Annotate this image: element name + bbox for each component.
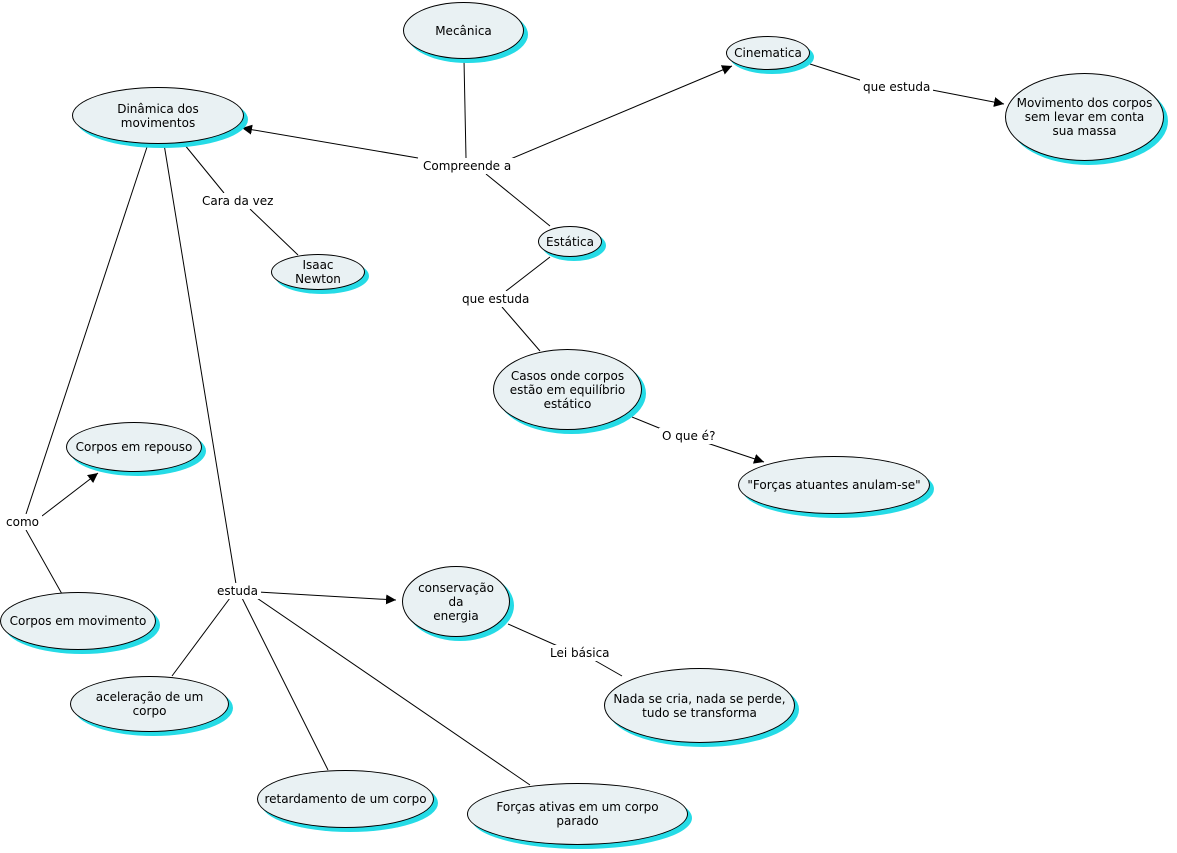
link-compreende-dinamica — [241, 124, 419, 159]
node-corpos-movimento[interactable]: Corpos em movimento — [0, 592, 156, 650]
label-como[interactable]: como — [3, 514, 42, 530]
node-cinematica[interactable]: Cinematica — [726, 36, 810, 70]
node-casos-equilibrio[interactable]: Casos onde corpos estão em equilíbrio es… — [493, 349, 642, 430]
link-queestuda-casos — [501, 306, 541, 352]
link-cinematica-queestuda — [809, 63, 867, 83]
node-retardamento[interactable]: retardamento de um corpo — [257, 770, 434, 828]
label-compreende-a[interactable]: Compreende a — [420, 158, 515, 174]
link-estatica-queestuda — [505, 256, 551, 292]
node-forcas-ativas[interactable]: Forças ativas em um corpo parado — [467, 783, 688, 845]
link-estuda-retardamento — [241, 597, 329, 771]
link-dinamica-como — [25, 143, 149, 515]
link-queestuda-movimento — [931, 89, 1005, 107]
label-estuda[interactable]: estuda — [214, 583, 261, 599]
link-compreende-estatica — [485, 173, 551, 227]
node-isaac-newton[interactable]: Isaac Newton — [271, 254, 365, 290]
link-dinamica-estuda — [163, 143, 237, 585]
node-dinamica[interactable]: Dinâmica dos movimentos — [72, 87, 244, 144]
node-forcas-anulam[interactable]: "Forças atuantes anulam-se" — [738, 456, 930, 514]
label-cara-da-vez[interactable]: Cara da vez — [199, 193, 277, 209]
label-que-estuda-estatica[interactable]: que estuda — [459, 291, 533, 307]
link-caradavez-newton — [249, 208, 299, 256]
link-como-movimento — [25, 529, 63, 595]
link-casos-oquee — [631, 416, 665, 431]
link-mecanica-compreende — [463, 59, 467, 159]
node-nada-se-cria[interactable]: Nada se cria, nada se perde, tudo se tra… — [604, 668, 795, 743]
node-estatica[interactable]: Estática — [538, 226, 602, 257]
label-lei-basica[interactable]: Lei básica — [547, 645, 613, 661]
link-leibasica-nada — [593, 659, 623, 677]
node-mecanica[interactable]: Mecânica — [403, 2, 524, 59]
link-compreende-cinematica — [507, 65, 733, 161]
label-que-estuda-cinematica[interactable]: que estuda — [860, 79, 934, 95]
link-oquee-forcas — [703, 441, 765, 464]
node-movimento-dos-corpos[interactable]: Movimento dos corpos sem levar em conta … — [1005, 73, 1164, 161]
link-como-repouso — [41, 472, 99, 517]
node-corpos-repouso[interactable]: Corpos em repouso — [66, 422, 202, 472]
link-estuda-forcas — [253, 595, 531, 786]
link-estuda-conservacao — [257, 591, 397, 605]
label-o-que-e[interactable]: O que é? — [659, 428, 719, 444]
link-conservacao-leibasica — [507, 623, 561, 648]
link-estuda-aceleracao — [171, 597, 231, 677]
node-aceleracao[interactable]: aceleração de um corpo — [70, 676, 229, 732]
link-dinamica-caradavez — [183, 143, 225, 194]
node-conservacao-energia[interactable]: conservação da energia — [402, 566, 510, 637]
